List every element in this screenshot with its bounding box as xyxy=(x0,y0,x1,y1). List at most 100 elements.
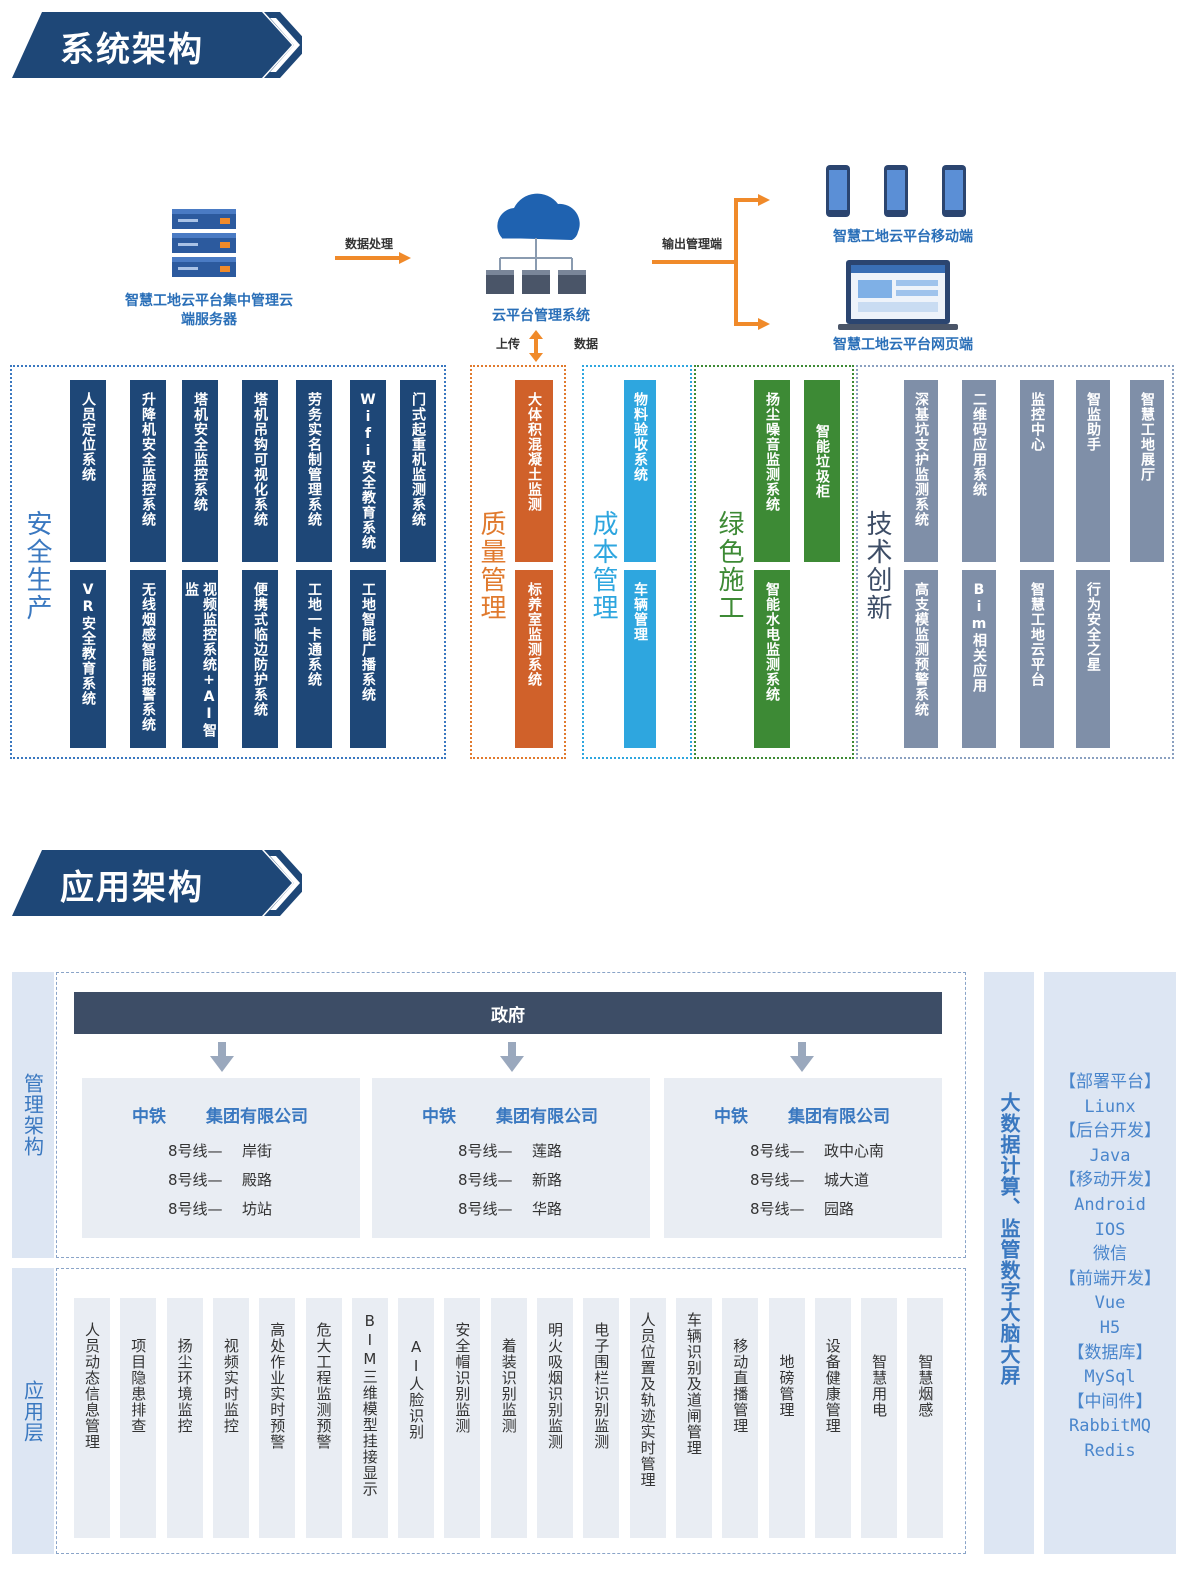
banner-chevron-shape xyxy=(12,850,302,916)
module-safety-bottom: 无线烟感智能报警系统 xyxy=(130,570,166,748)
tech-stack-item: MySql xyxy=(1084,1367,1136,1388)
phone-icon xyxy=(822,163,972,223)
module-tech-bottom: 高支模监测预警系统 xyxy=(904,570,938,748)
line-station: 殿路 xyxy=(242,1171,273,1189)
group-label-quality: 质量管理 xyxy=(476,510,506,622)
branch-arrow-icon xyxy=(652,192,772,336)
module-cost-top: 物料验收系统 xyxy=(624,380,656,562)
cloud-caption: 云平台管理系统 xyxy=(492,308,590,324)
tech-stack-item: RabbitMQ xyxy=(1069,1416,1151,1437)
app-module: 视频实时监控 xyxy=(212,1298,249,1538)
tech-stack-item: Vue xyxy=(1094,1293,1126,1314)
module-tech-top: 深基坑支护监测系统 xyxy=(904,380,938,562)
module-tech-top: 智慧工地展厅 xyxy=(1130,380,1164,562)
module-tech-bottom: 智慧工地云平台 xyxy=(1020,570,1054,748)
tech-stack-item: 【数据库】 xyxy=(1067,1342,1153,1363)
app-layer-label: 应用层 xyxy=(12,1268,54,1554)
app-module: 智慧用电 xyxy=(861,1298,898,1538)
app-module: AI人脸识别 xyxy=(398,1298,435,1538)
app-module: 项目隐患排查 xyxy=(120,1298,157,1538)
line-prefix: 8号线— xyxy=(750,1171,805,1189)
line-station: 园路 xyxy=(824,1200,855,1218)
company-name-prefix: 中铁 xyxy=(422,1107,456,1127)
line-prefix: 8号线— xyxy=(458,1142,513,1160)
company-name-suffix: 集团有限公司 xyxy=(206,1107,308,1127)
upload-label: 上传 xyxy=(496,337,521,351)
tech-stack-item: H5 xyxy=(1099,1317,1121,1338)
module-safety-top: 升降机安全监控系统 xyxy=(130,380,166,562)
module-tech-top: 监控中心 xyxy=(1020,380,1054,562)
group-quality xyxy=(470,365,566,759)
mgmt-layer-frame xyxy=(56,972,966,1258)
double-arrow-icon xyxy=(528,330,544,366)
group-label-safety: 安全生产 xyxy=(22,510,52,622)
laptop-icon xyxy=(838,258,958,336)
module-safety-bottom: VR安全教育系统 xyxy=(70,570,106,748)
module-tech-bottom: 行为安全之星 xyxy=(1076,570,1110,748)
server-icon xyxy=(168,205,240,289)
app-module: 电子围栏识别监测 xyxy=(583,1298,620,1538)
group-label-green: 绿色施工 xyxy=(714,510,744,622)
tech-stack-item: Android xyxy=(1074,1194,1146,1215)
module-safety-bottom: 便携式临边防护系统 xyxy=(242,570,278,748)
app-module: 移动直播管理 xyxy=(722,1298,759,1538)
app-module: 危大工程监测预警 xyxy=(305,1298,342,1538)
app-module: 着装识别监测 xyxy=(490,1298,527,1538)
tech-stack-item: 【部署平台】 xyxy=(1059,1072,1161,1092)
module-tech-top: 二维码应用系统 xyxy=(962,380,996,562)
tech-stack-item: 【中间件】 xyxy=(1067,1391,1153,1412)
line-station: 坊站 xyxy=(242,1200,273,1218)
line-prefix: 8号线— xyxy=(750,1142,805,1160)
section-title: 系统架构 xyxy=(60,30,204,70)
module-safety-top: 塔机安全监控系统 xyxy=(182,380,218,562)
module-quality-top: 大体积混凝土监测 xyxy=(515,380,553,562)
company-name-suffix: 集团有限公司 xyxy=(496,1107,598,1127)
line-prefix: 8号线— xyxy=(168,1200,223,1218)
tech-stack-item: Redis xyxy=(1084,1440,1136,1461)
app-module: 明火吸烟识别监测 xyxy=(537,1298,573,1538)
module-safety-bottom: 视频监控系统+AI智监 xyxy=(182,570,218,748)
arrow-right-icon xyxy=(335,250,411,270)
bigdata-panel: 大数据计算、监管数字大脑大屏 xyxy=(984,972,1034,1554)
module-safety-bottom: 工地智能广播系统 xyxy=(350,570,386,748)
line-station: 华路 xyxy=(532,1200,563,1218)
module-green-top1: 扬尘噪音监测系统 xyxy=(754,380,790,562)
app-module: 安全帽识别监测 xyxy=(444,1298,481,1538)
line-prefix: 8号线— xyxy=(168,1142,223,1160)
data-label: 数据 xyxy=(574,337,599,351)
line-prefix: 8号线— xyxy=(458,1171,513,1189)
line-station: 新路 xyxy=(532,1171,563,1189)
company-name-prefix: 中铁 xyxy=(132,1107,166,1127)
line-station: 城大道 xyxy=(824,1171,870,1189)
banner-chevron-shape xyxy=(12,12,302,78)
app-module: 智慧烟感 xyxy=(907,1298,944,1538)
section-banner-system: 系统架构 xyxy=(12,12,302,78)
web-caption: 智慧工地云平台网页端 xyxy=(833,337,973,353)
tech-stack-item: 微信 xyxy=(1093,1244,1127,1265)
module-safety-top: Wifi安全教育系统 xyxy=(350,380,386,562)
line-prefix: 8号线— xyxy=(458,1200,513,1218)
arrow-down-icon xyxy=(500,1042,524,1076)
process-label: 数据处理 xyxy=(345,237,394,251)
tech-stack-item: Liunx xyxy=(1084,1096,1136,1117)
module-safety-top: 人员定位系统 xyxy=(70,380,106,562)
mobile-caption: 智慧工地云平台移动端 xyxy=(833,229,973,245)
tech-stack-item: 【前端开发】 xyxy=(1059,1268,1161,1289)
group-label-tech: 技术创新 xyxy=(862,510,892,622)
app-module: BIM三维模型挂接显示 xyxy=(351,1298,388,1538)
app-module: 扬尘环境监控 xyxy=(166,1298,203,1538)
company-name-suffix: 集团有限公司 xyxy=(788,1107,890,1127)
module-green-top2: 智能垃圾柜 xyxy=(804,380,840,562)
app-module: 设备健康管理 xyxy=(814,1298,851,1538)
module-safety-top: 塔机吊钩可视化系统 xyxy=(242,380,278,562)
arrow-down-icon xyxy=(210,1042,234,1076)
line-prefix: 8号线— xyxy=(750,1200,805,1218)
module-green-bottom: 智能水电监测系统 xyxy=(754,570,790,748)
module-tech-bottom: Bim相关应用 xyxy=(962,570,996,748)
group-cost xyxy=(582,365,692,759)
module-quality-bottom: 标养室监测系统 xyxy=(515,570,553,748)
